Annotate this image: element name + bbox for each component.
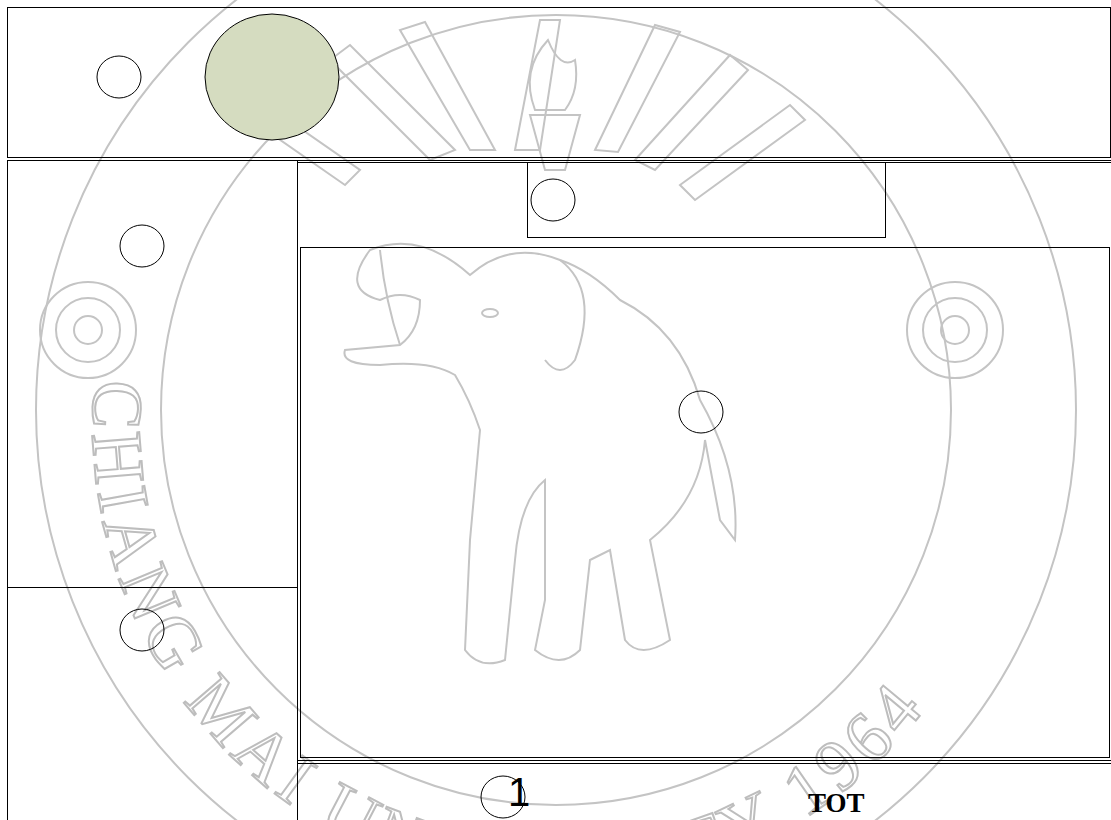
brand-text: TOT	[808, 790, 865, 817]
callout-number: 1	[508, 772, 530, 812]
seal-ring	[36, 0, 1076, 820]
logo-circle	[205, 14, 339, 140]
content-box	[301, 248, 1110, 758]
marker-circle	[120, 225, 164, 267]
seal-lettering: CHIANG MAI UNIVERSITY 1964	[76, 379, 941, 820]
watermark-text: CHIANG MAI UNIVERSITY 1964	[76, 379, 941, 820]
flower	[907, 282, 1003, 378]
torch	[530, 115, 580, 170]
ray	[400, 22, 495, 150]
menu-box	[528, 163, 886, 238]
ray	[680, 105, 805, 200]
rule	[298, 760, 1111, 761]
ray	[515, 20, 560, 150]
ray	[635, 55, 748, 170]
side-panel	[8, 588, 298, 820]
footer-band: 1 TOT	[298, 764, 1111, 820]
elephant-ear	[545, 260, 585, 370]
marker-circle	[531, 179, 575, 221]
flower	[40, 282, 136, 378]
elephant-eye	[482, 309, 498, 317]
torch-flame	[530, 40, 576, 110]
seal-ring	[161, 15, 951, 805]
ray	[595, 25, 680, 152]
ray	[330, 45, 455, 160]
marker-circle	[97, 56, 141, 98]
side-panel	[8, 161, 298, 588]
marker-circle	[679, 391, 723, 433]
elephant	[344, 244, 735, 663]
header-band	[8, 8, 1111, 158]
marker-circle	[120, 609, 164, 651]
elephant-trunk	[380, 250, 400, 345]
rule	[298, 763, 1111, 764]
